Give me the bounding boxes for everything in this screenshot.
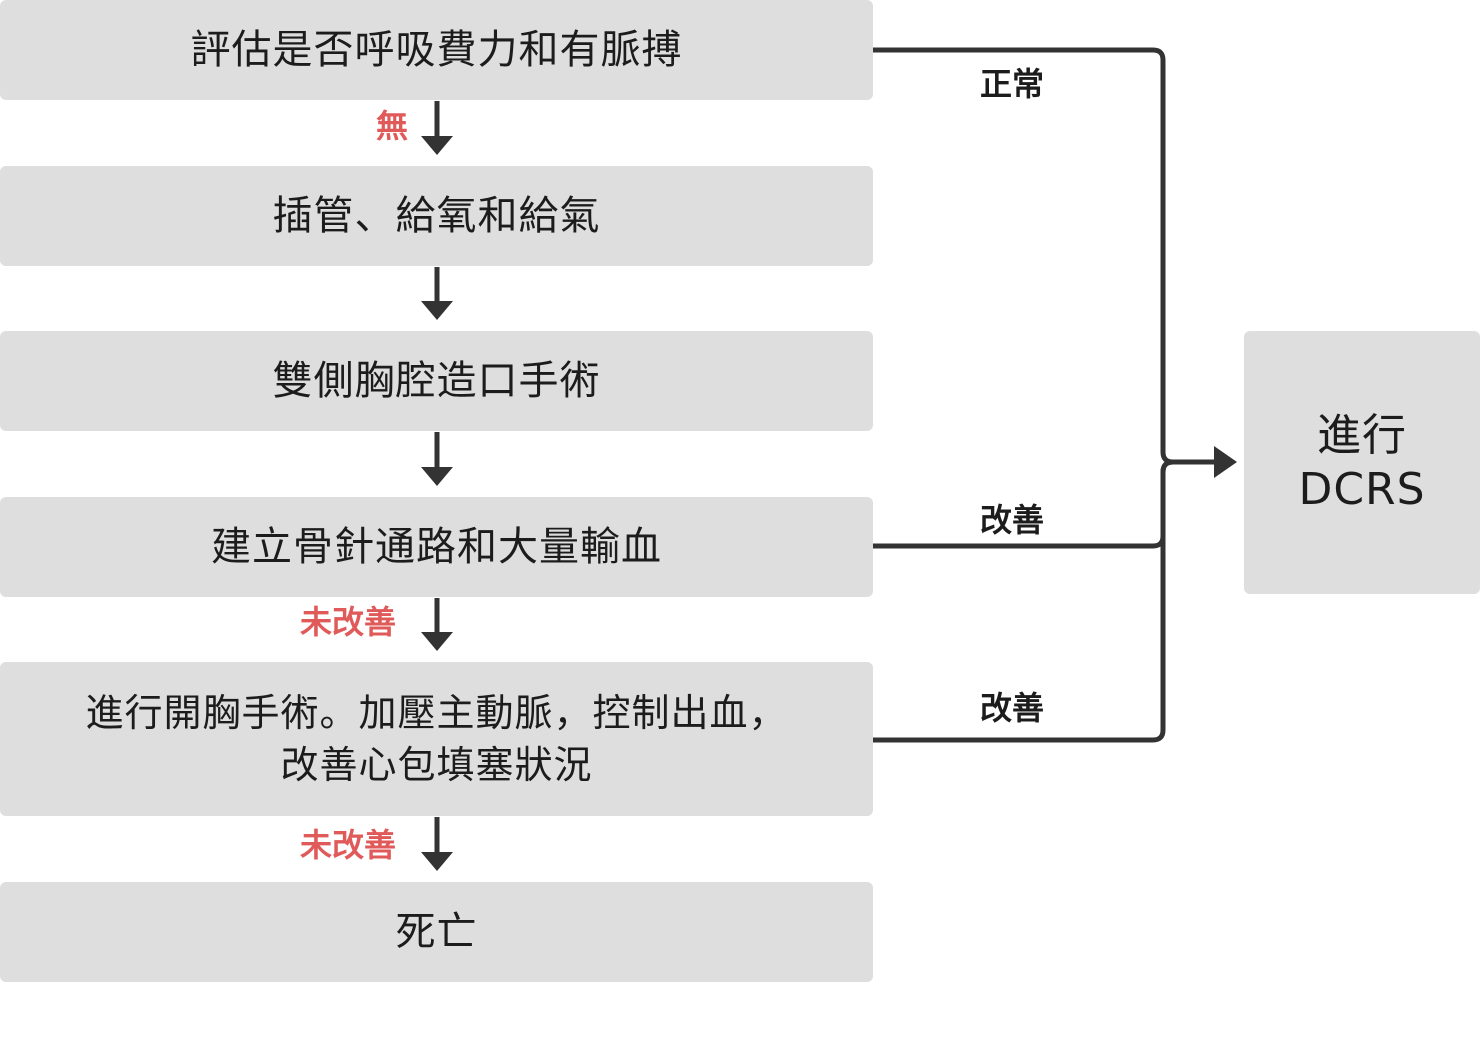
step-label: 插管、給氧和給氣 — [272, 193, 601, 239]
step-assess-breathing-pulse: 評估是否呼吸費力和有脈搏 — [0, 0, 873, 100]
step-label: 雙側胸腔造口手術 — [272, 358, 601, 404]
step-thoracotomy: 進行開胸手術。加壓主動脈，控制出血， 改善心包填塞狀況 — [0, 662, 873, 816]
step-intubate-oxygen: 插管、給氧和給氣 — [0, 166, 873, 266]
step-io-access-transfusion: 建立骨針通路和大量輸血 — [0, 497, 873, 597]
edge-label-improved-2: 改善 — [980, 689, 1045, 727]
down-arrow-1 — [421, 101, 453, 155]
edge-label-improved-1: 改善 — [980, 501, 1045, 539]
dcrs-arrow — [1170, 446, 1237, 478]
improved-path-2 — [873, 459, 1174, 743]
step-label: 死亡 — [395, 909, 478, 955]
step-label: 建立骨針通路和大量輸血 — [211, 524, 662, 570]
edge-label-not-improved-2: 未改善 — [300, 826, 397, 864]
step-bilateral-thoracostomy: 雙側胸腔造口手術 — [0, 331, 873, 431]
down-arrow-5 — [421, 817, 453, 871]
down-arrow-3 — [421, 432, 453, 486]
edge-label-not-improved-1: 未改善 — [300, 603, 397, 641]
edge-label-none: 無 — [376, 107, 409, 145]
step-label: 評估是否呼吸費力和有脈搏 — [190, 27, 683, 73]
down-arrow-2 — [421, 267, 453, 320]
edge-label-normal: 正常 — [980, 65, 1045, 103]
step-death: 死亡 — [0, 882, 873, 982]
step-label: 進行開胸手術。加壓主動脈，控制出血， 改善心包填塞狀況 — [85, 691, 788, 787]
outcome-dcrs: 進行 DCRS — [1244, 331, 1480, 594]
down-arrow-4 — [421, 598, 453, 651]
normal-path — [873, 47, 1174, 465]
outcome-label: 進行 DCRS — [1298, 409, 1426, 515]
